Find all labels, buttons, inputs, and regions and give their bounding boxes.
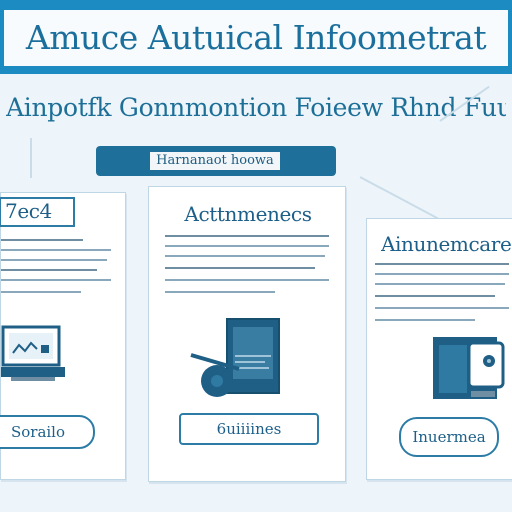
- card-button-1[interactable]: Sorailo: [0, 415, 95, 449]
- laptop-dashboard-icon: [1, 325, 65, 381]
- page-subtitle: Ainpotfk Gonnmontion Foieew Rhnd Fuut: [6, 93, 506, 122]
- card-title: 7ec4: [5, 199, 52, 223]
- text-line: [1, 259, 107, 261]
- section-header: Harnanaot hoowa: [96, 146, 336, 176]
- info-card-1: 7ec4 Sorailo: [0, 192, 126, 480]
- page-title: Amuce Autuical Infoometrat: [4, 10, 508, 66]
- text-line: [375, 283, 505, 285]
- card-button-3[interactable]: Inuermea: [399, 417, 499, 457]
- header-bar: Amuce Autuical Infoometrat: [0, 0, 512, 74]
- text-line: [1, 239, 83, 241]
- text-line: [375, 273, 509, 275]
- text-line: [165, 279, 329, 281]
- text-line: [375, 319, 475, 321]
- text-line: [1, 291, 81, 293]
- section-header-label: Harnanaot hoowa: [150, 152, 280, 170]
- info-card-2: Acttnmenecs 6uiiiines: [148, 186, 346, 482]
- card-title: Acttnmenecs: [184, 202, 312, 226]
- text-line: [165, 235, 329, 237]
- card-button-2[interactable]: 6uiiiines: [179, 413, 319, 445]
- text-line: [1, 249, 111, 251]
- card-title: Ainunemcare: [381, 232, 511, 256]
- text-line: [375, 263, 509, 265]
- text-line: [1, 269, 97, 271]
- text-line: [165, 267, 315, 269]
- card-title-box: [0, 197, 75, 227]
- tablet-device-icon: [190, 318, 280, 397]
- info-card-3: Ainunemcare Inuermea: [366, 218, 512, 480]
- server-device-icon: [433, 337, 505, 399]
- text-line: [165, 291, 275, 293]
- text-line: [1, 279, 111, 281]
- text-line: [165, 255, 325, 257]
- text-line: [375, 295, 495, 297]
- text-line: [165, 245, 329, 247]
- decorative-line: [30, 138, 32, 178]
- text-line: [375, 307, 509, 309]
